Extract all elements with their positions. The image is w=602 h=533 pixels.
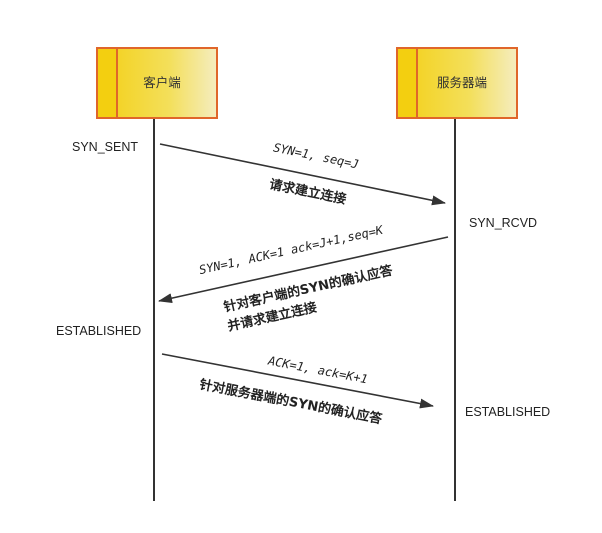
syn-arrow	[159, 143, 446, 206]
client-label: 客户端	[143, 75, 181, 90]
syn-ack-fields: SYN=1, ACK=1 ack=J+1,seq=K	[198, 223, 385, 277]
syn-ack-arrow	[158, 236, 449, 304]
ack-fields: ACK=1, ack=K+1	[266, 353, 369, 386]
state-client-established: ESTABLISHED	[56, 324, 141, 338]
ack-arrow	[161, 353, 434, 409]
server-box: 服务器端	[396, 47, 518, 119]
server-label: 服务器端	[437, 75, 487, 90]
syn-fields: SYN=1, seq=J	[272, 140, 360, 171]
state-syn-rcvd: SYN_RCVD	[469, 216, 537, 230]
state-server-established: ESTABLISHED	[465, 405, 550, 419]
client-box: 客户端	[96, 47, 218, 119]
state-syn-sent: SYN_SENT	[72, 140, 138, 154]
